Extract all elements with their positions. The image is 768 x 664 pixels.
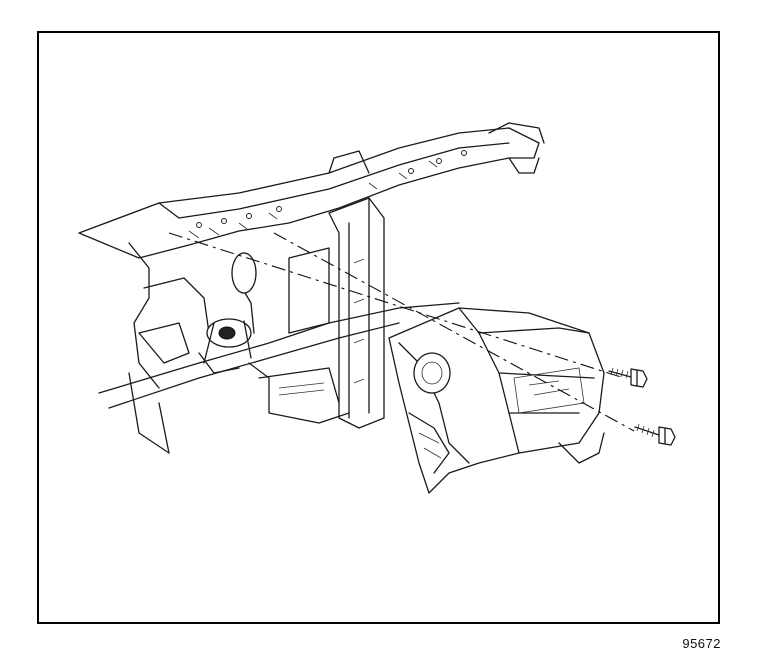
upper-cowl-beam <box>78 122 545 259</box>
vertical-support-column <box>288 197 385 429</box>
figure-frame <box>37 31 720 624</box>
lower-bolt <box>634 423 676 446</box>
figure-id-label: 95672 <box>682 636 721 651</box>
dashboard-frame <box>98 242 460 454</box>
exploded-view-illustration <box>78 122 676 494</box>
steering-mechanism <box>198 252 257 374</box>
airbag-module <box>388 307 605 494</box>
alignment-lines <box>168 232 635 432</box>
upper-bolt <box>608 367 648 388</box>
